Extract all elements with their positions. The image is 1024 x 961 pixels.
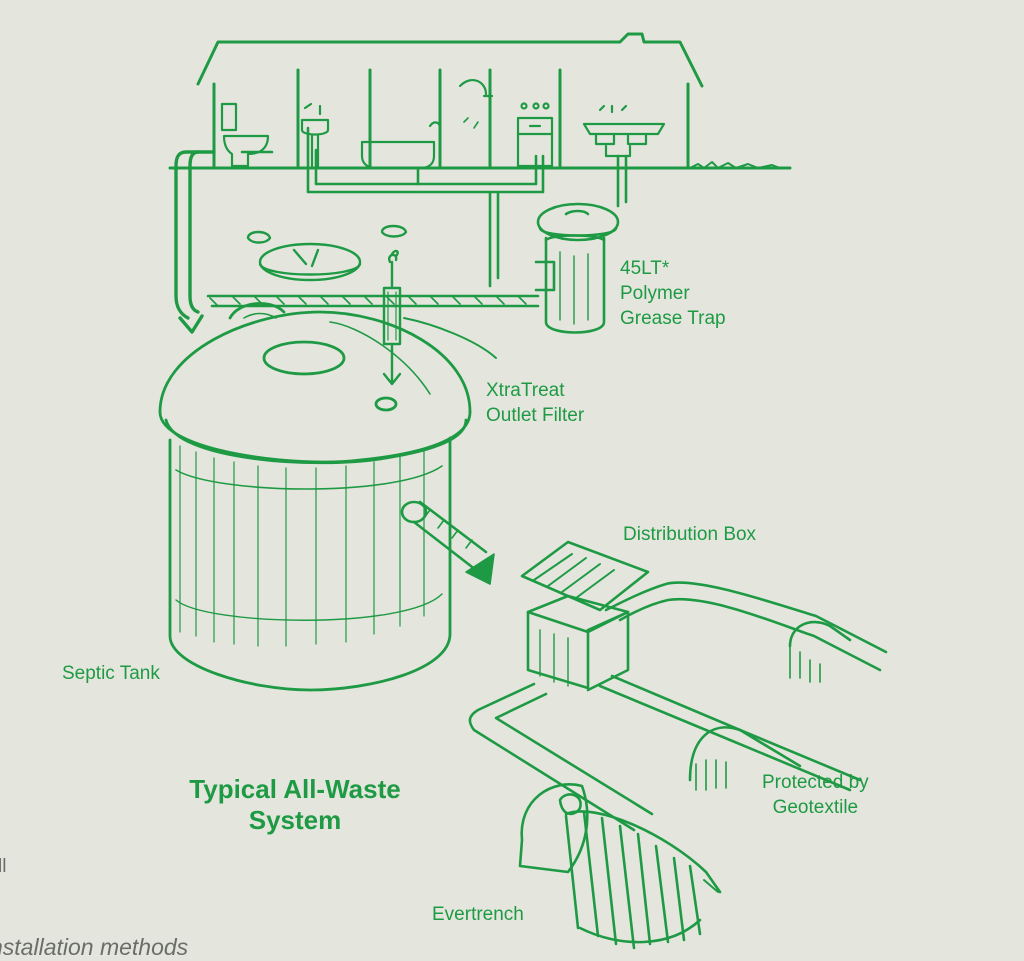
outlet-filter	[382, 249, 497, 386]
access-lids	[246, 224, 408, 282]
geotextile-trenches	[688, 620, 852, 791]
diagram-title-line-2: System	[248, 805, 342, 835]
diagram-title: Typical All-Waste System	[150, 774, 440, 836]
house-fixtures	[220, 78, 666, 170]
outlet-filter-label: XtraTreat Outlet Filter	[486, 378, 584, 428]
inlet-pipe	[174, 150, 216, 334]
geotextile-label-line-2: Geotextile	[772, 797, 859, 818]
grease-trap-label-line-1: 45LT*	[620, 258, 670, 279]
house-outline	[168, 32, 792, 170]
diagram-title-line-1: Typical All-Waste	[189, 774, 401, 804]
outlet-filter-label-line-2: Outlet Filter	[486, 405, 585, 426]
grease-trap-label-line-3: Grease Trap	[620, 308, 726, 329]
grease-trap-label-line-2: Polymer	[620, 283, 690, 304]
grease-trap-label: 45LT* Polymer Grease Trap	[620, 256, 726, 331]
septic-tank-label: Septic Tank	[62, 663, 160, 684]
distribution-box	[520, 540, 650, 692]
cropped-margin-text-left: ll	[0, 856, 7, 877]
drain-pipes	[240, 126, 628, 288]
evertrench-label: Evertrench	[432, 904, 524, 925]
outlet-filter-label-line-1: XtraTreat	[486, 380, 565, 401]
distribution-box-label: Distribution Box	[623, 524, 757, 545]
cropped-margin-text-bottom: nstallation methods	[0, 934, 189, 960]
outlet-pipe	[400, 500, 495, 585]
geotextile-label: Protected by Geotextile	[762, 770, 869, 820]
grease-trap-pipe	[206, 294, 540, 308]
septic-tank	[158, 302, 472, 692]
grease-trap	[534, 202, 620, 334]
geotextile-label-line-1: Protected by	[762, 772, 869, 793]
evertrench-pipe	[518, 783, 722, 950]
